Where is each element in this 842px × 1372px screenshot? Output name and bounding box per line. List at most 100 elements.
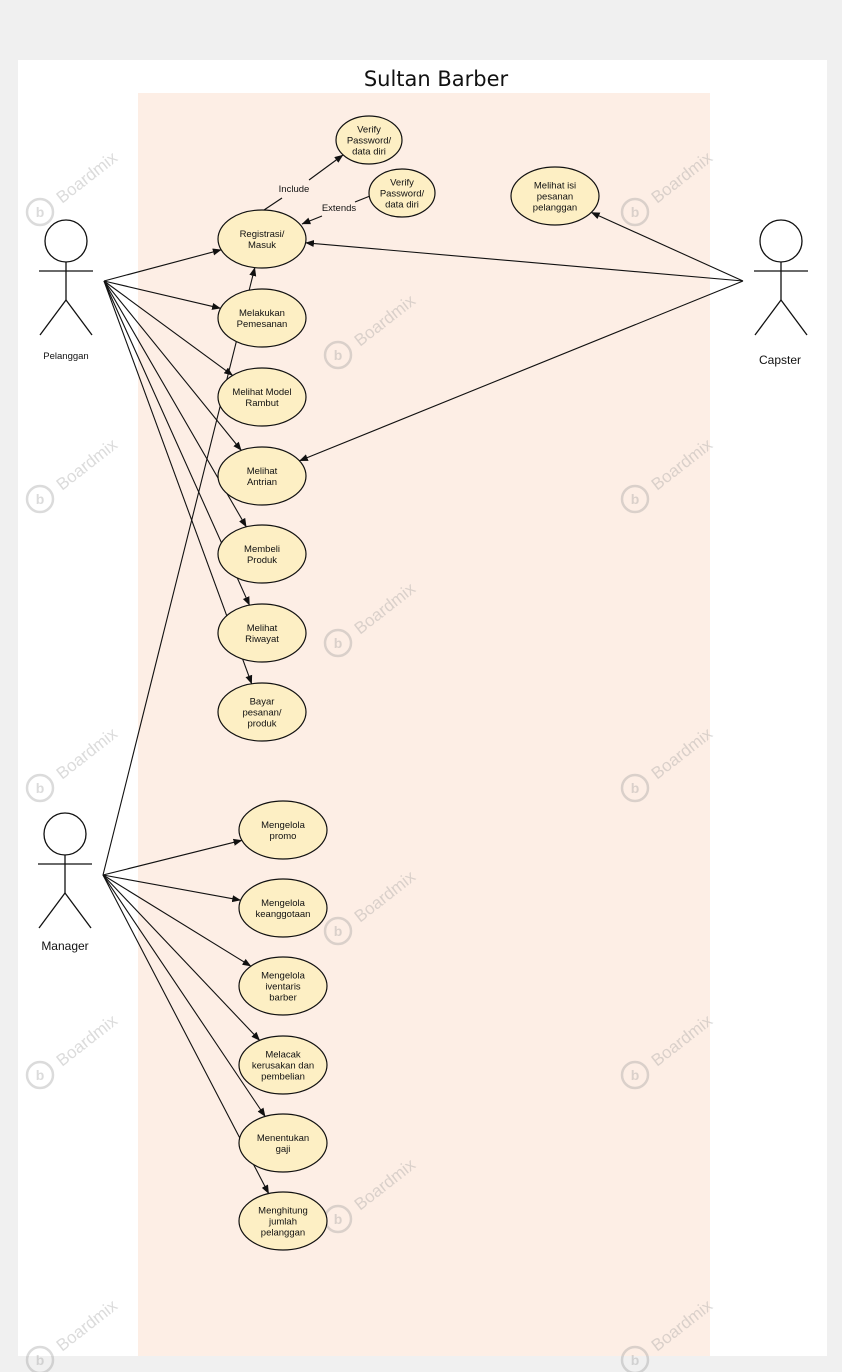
association-pelanggan-antrian <box>103 280 242 451</box>
use-case-label: Antrian <box>247 477 277 488</box>
use-case-label: Pemesanan <box>237 319 288 330</box>
use-case-label: Riwayat <box>245 634 279 645</box>
boardmix-logo-icon <box>25 1345 55 1372</box>
use-case-label: Password/ <box>380 189 425 200</box>
use-case-label: Melakukan <box>239 308 285 319</box>
use-case-registrasi[interactable]: Registrasi/Masuk <box>217 209 307 269</box>
boardmix-logo-icon <box>323 340 353 370</box>
relation-label-extends: Extends <box>322 203 357 214</box>
watermark-text: Boardmix <box>648 1296 717 1355</box>
use-case-label: Menentukan <box>257 1133 309 1144</box>
boardmix-logo-icon <box>25 484 55 514</box>
use-case-label: pelanggan <box>533 203 577 214</box>
use-case-label: Verify <box>357 125 381 136</box>
use-case-label: Melacak <box>265 1050 301 1061</box>
watermark: b Boardmix <box>323 1155 420 1234</box>
diagram-title: Sultan Barber <box>364 67 509 91</box>
actor-label-manager: Manager <box>41 939 88 953</box>
association-manager-registrasi <box>102 267 257 876</box>
watermark-text: Boardmix <box>648 148 717 207</box>
watermark: b Boardmix <box>25 1296 122 1372</box>
svg-text:b: b <box>36 491 45 507</box>
use-case-label: produk <box>247 719 276 730</box>
watermark-text: Boardmix <box>648 435 717 494</box>
svg-text:b: b <box>36 1352 45 1368</box>
relation-extends-line-a <box>354 195 371 203</box>
use-case-label: Melihat <box>247 623 278 634</box>
svg-text:b: b <box>334 347 343 363</box>
association-capster-antrian <box>299 280 744 462</box>
watermark: b Boardmix <box>323 867 420 946</box>
use-case-label: Bayar <box>250 697 275 708</box>
boardmix-logo-icon <box>25 773 55 803</box>
use-case-label: gaji <box>276 1144 291 1155</box>
use-case-label: Mengelola <box>261 898 306 909</box>
use-case-label: iventaris <box>265 982 301 993</box>
association-manager-keanggotaan <box>102 874 242 903</box>
svg-text:b: b <box>631 204 640 220</box>
actor-label-capster: Capster <box>759 353 801 367</box>
association-manager-promo <box>102 838 243 876</box>
use-case-label: Password/ <box>347 136 392 147</box>
use-case-label: kerusakan dan <box>252 1061 314 1072</box>
watermark: b Boardmix <box>25 435 122 514</box>
watermark-text: Boardmix <box>53 1296 122 1355</box>
use-case-label: promo <box>270 831 297 842</box>
association-manager-melacak <box>102 874 261 1041</box>
svg-text:b: b <box>631 780 640 796</box>
boardmix-logo-icon <box>620 1345 650 1372</box>
svg-text:b: b <box>334 1211 343 1227</box>
use-case-label: Rambut <box>245 398 279 409</box>
use-case-label: Masuk <box>248 240 276 251</box>
association-manager-gaji <box>102 874 266 1117</box>
association-pelanggan-pemesanan <box>103 280 221 310</box>
svg-text:b: b <box>334 923 343 939</box>
use-case-label: pesanan/ <box>242 708 281 719</box>
use-case-label: Produk <box>247 555 277 566</box>
boardmix-logo-icon <box>620 1060 650 1090</box>
watermark-text: Boardmix <box>351 1155 420 1214</box>
watermark-text: Boardmix <box>53 724 122 783</box>
boardmix-logo-icon <box>620 484 650 514</box>
actor-capster <box>754 219 808 336</box>
watermark-layer: bBoardmixbBoardmixbBoardmixbBoardmixbBoa… <box>25 148 717 1372</box>
watermark-text: Boardmix <box>53 1011 122 1070</box>
use-case-label: jumlah <box>268 1217 297 1228</box>
relation-extends-line-b <box>301 215 323 225</box>
watermark-text: Boardmix <box>351 579 420 638</box>
watermark-text: Boardmix <box>648 724 717 783</box>
svg-text:b: b <box>36 780 45 796</box>
use-case-label: pesanan <box>537 192 573 203</box>
watermark-text: Boardmix <box>351 867 420 926</box>
use-case-label: Menghitung <box>258 1206 308 1217</box>
svg-text:b: b <box>334 635 343 651</box>
svg-text:b: b <box>631 1067 640 1083</box>
use-case-label: Melihat <box>247 466 278 477</box>
watermark: b Boardmix <box>620 148 717 227</box>
watermark-text: Boardmix <box>53 435 122 494</box>
use-case-label: data diri <box>385 200 419 211</box>
